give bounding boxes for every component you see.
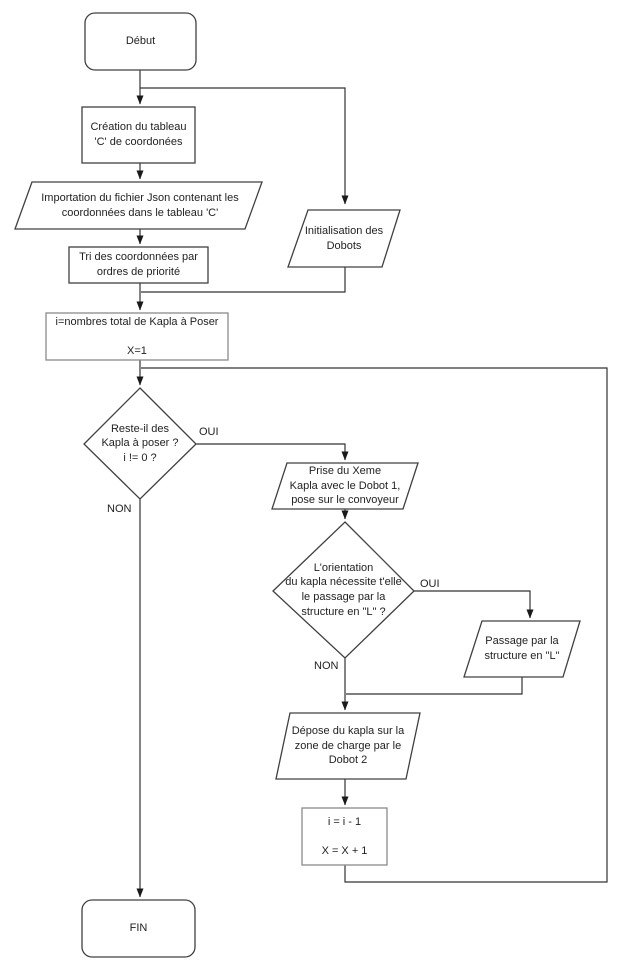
node-prise-shape — [271, 462, 419, 510]
node-increment-shape — [301, 807, 388, 866]
node-decision-reste-shape — [83, 387, 197, 500]
node-creation-shape — [81, 106, 196, 164]
node-passage-shape — [463, 620, 581, 678]
edge-passage-merge — [346, 677, 523, 695]
node-tri-shape — [68, 246, 209, 284]
node-depose-shape — [275, 712, 421, 780]
node-decision-orientation-shape — [272, 521, 415, 659]
edge-oui-to-passage — [414, 590, 534, 619]
node-debut-shape — [84, 12, 197, 71]
edge-initialisation-merge — [141, 267, 346, 293]
edge-debut-to-initialisation — [140, 87, 349, 205]
edge-loop-back — [141, 367, 608, 883]
node-importation-shape — [14, 181, 263, 230]
edge-oui-to-prise — [196, 443, 349, 461]
node-fin-shape — [81, 899, 196, 958]
node-compteur-shape — [45, 312, 229, 361]
node-initialisation-shape — [287, 209, 401, 268]
